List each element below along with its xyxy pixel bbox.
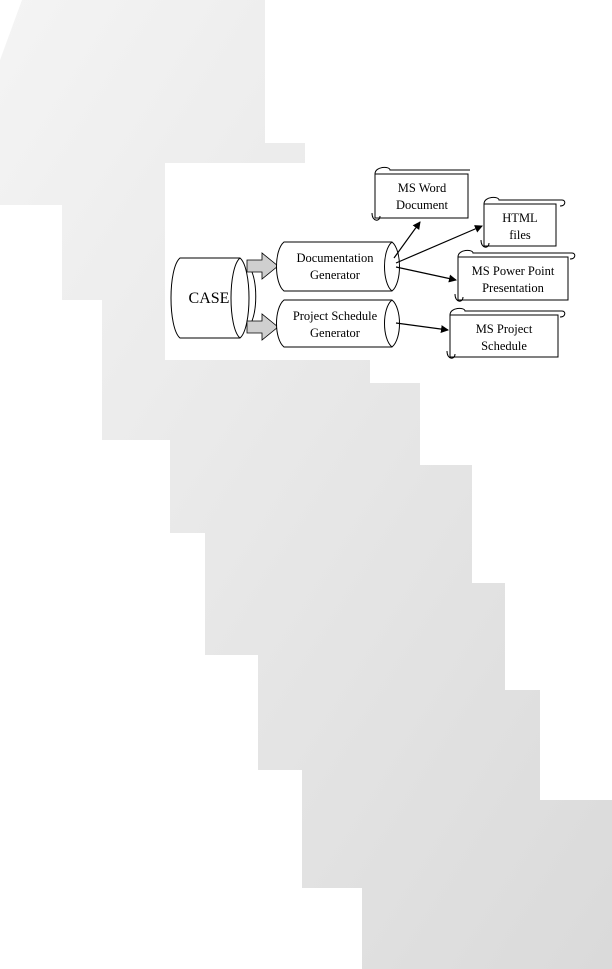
- arrow-to-html-files: [395, 225, 483, 264]
- case-cylinder: CASE: [170, 257, 250, 339]
- block-arrow-to-project-schedule: [246, 313, 279, 341]
- arrow-to-ms-power-point: [395, 266, 457, 283]
- project-schedule-generator-line2: Generator: [310, 326, 361, 340]
- project-schedule-generator-line1: Project Schedule: [293, 309, 378, 323]
- case-label: CASE: [189, 290, 230, 307]
- html-files-line1: HTML: [502, 211, 537, 225]
- ms-project-schedule-scroll: MS Project Schedule: [446, 307, 566, 359]
- ms-project-line2: Schedule: [481, 339, 527, 353]
- documentation-generator-line2: Generator: [310, 268, 361, 282]
- documentation-generator: Documentation Generator: [276, 241, 400, 292]
- arrow-to-ms-project: [395, 322, 449, 334]
- ms-power-point-scroll: MS Power Point Presentation: [454, 249, 576, 302]
- documentation-generator-line1: Documentation: [296, 251, 374, 265]
- html-files-scroll: HTML files: [480, 196, 566, 248]
- arrow-to-ms-word: [393, 221, 421, 259]
- ms-power-point-line2: Presentation: [482, 281, 545, 295]
- ms-project-line1: MS Project: [476, 322, 533, 336]
- ms-word-line2: Document: [396, 198, 449, 212]
- ms-word-document-scroll: MS Word Document: [371, 166, 470, 221]
- ms-word-line1: MS Word: [398, 181, 447, 195]
- block-arrow-to-documentation: [246, 252, 279, 280]
- case-branch-connector: [251, 271, 257, 322]
- html-files-line2: files: [509, 228, 531, 242]
- project-schedule-generator: Project Schedule Generator: [276, 299, 400, 348]
- ms-power-point-line1: MS Power Point: [472, 264, 555, 278]
